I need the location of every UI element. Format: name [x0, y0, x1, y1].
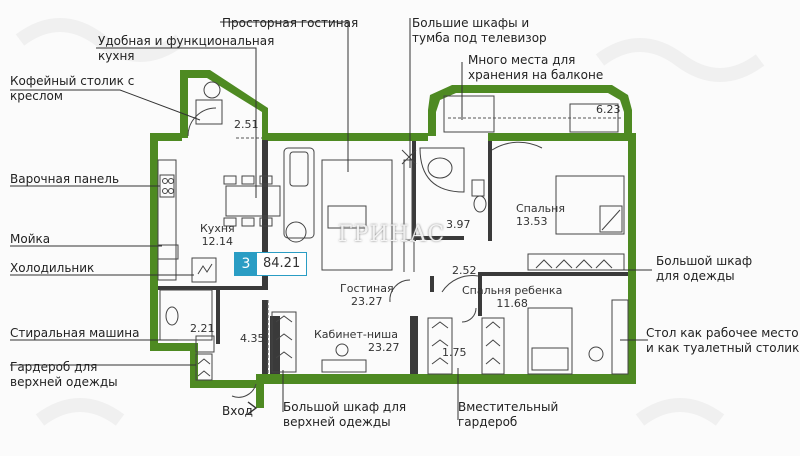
dimension-d7: 1.75	[442, 346, 467, 359]
dimension-lines	[236, 117, 622, 374]
annotation-big-wardrobe-clothes-line1: Большой шкаф	[656, 254, 753, 268]
dimension-d4: 2.52	[452, 264, 477, 277]
office-furniture	[321, 343, 367, 373]
annotation-coffee-table-line1: Кофейный столик с	[10, 74, 135, 88]
annotation-big-wardrobe-clothes: Большой шкаф для одежды	[656, 254, 752, 284]
balcony-furniture	[443, 95, 619, 133]
wardrobes	[195, 311, 505, 381]
room-kitchen-name: Кухня	[200, 222, 235, 235]
entrance-arrow-icon	[247, 401, 258, 415]
annotation-hall-wardrobe-line1: Гардероб для	[10, 360, 98, 374]
annotation-roomy-wardrobe-line2: гардероб	[458, 415, 518, 429]
annotation-big-wardrobe-outer-line1: Большой шкаф для	[283, 400, 407, 414]
annotation-big-wardrobe-clothes-line2: для одежды	[656, 269, 735, 283]
room-office-area: 23.27	[368, 341, 400, 354]
annotation-coffee-table: Кофейный столик с креслом	[10, 74, 134, 104]
entrance-label: Вход	[222, 404, 253, 418]
watermark-text: ГРИНАС	[338, 222, 446, 247]
annotation-roomy-wardrobe-line1: Вместительный	[458, 400, 559, 414]
dimension-d2: 6.23	[596, 103, 621, 116]
annotation-kitchen-func-line2: кухня	[98, 49, 135, 63]
room-child-area: 11.68	[496, 297, 528, 310]
annotation-roomy-wardrobe: Вместительный гардероб	[458, 400, 558, 430]
room-bedroom-name: Спальня	[516, 202, 565, 215]
annotation-desk-table: Стол как рабочее место и как туалетный с…	[646, 326, 799, 356]
child-bedroom-furniture	[441, 275, 629, 375]
living-furniture	[283, 147, 417, 272]
room-kitchen: Кухня 12.14	[200, 222, 235, 248]
annotation-hall-wardrobe: Гардероб для верхней одежды	[10, 360, 118, 390]
exterior-walls	[150, 70, 636, 408]
background-pattern	[15, 18, 765, 426]
total-area: 84.21	[263, 256, 301, 271]
room-child-name: Спальня ребенка	[462, 284, 563, 297]
annotation-wardrobes-tv: Большие шкафы и тумба под телевизор	[412, 16, 547, 46]
annotation-desk-table-line2: и как туалетный столик	[646, 341, 800, 355]
room-kitchen-area: 12.14	[201, 235, 234, 248]
annotation-wardrobes-tv-line2: тумба под телевизор	[412, 31, 547, 45]
annotation-sink: Мойка	[10, 232, 51, 246]
annotation-fridge: Холодильник	[10, 261, 95, 275]
room-office: Кабинет-ниша 23.27	[314, 328, 400, 354]
leader-lines	[10, 18, 652, 420]
annotation-kitchen-func-line1: Удобная и функциональная	[98, 34, 275, 48]
annotation-balcony-storage-line2: хранения на балконе	[468, 68, 604, 82]
annotation-coffee-table-line2: креслом	[10, 89, 63, 103]
room-living-name: Гостиная	[340, 282, 394, 295]
annotation-washer: Стиральная машина	[10, 326, 140, 340]
apartment-badge: 3 84.21	[234, 252, 308, 276]
room-child: Спальня ребенка 11.68	[462, 284, 562, 310]
annotation-big-wardrobe-outer: Большой шкаф для верхней одежды	[283, 400, 406, 430]
dimension-d5: 2.21	[190, 322, 215, 335]
bathroom-fixtures	[159, 147, 487, 353]
dimension-d1: 2.51	[234, 118, 259, 131]
room-office-name: Кабинет-ниша	[314, 328, 398, 341]
annotation-desk-table-line1: Стол как рабочее место	[646, 326, 799, 340]
room-living-area: 23.27	[351, 295, 383, 308]
rooms-count: 3	[235, 253, 257, 275]
annotation-cooktop: Варочная панель	[10, 172, 120, 186]
room-bedroom: Спальня 13.53	[516, 202, 565, 228]
doors	[231, 279, 477, 398]
room-bedroom-area: 13.53	[516, 215, 548, 228]
interior-walls	[158, 140, 628, 374]
annotation-balcony-storage: Много места для хранения на балконе	[468, 53, 603, 83]
annotation-wardrobes-tv-line1: Большие шкафы и	[412, 16, 530, 30]
annotation-hall-wardrobe-line2: верхней одежды	[10, 375, 118, 389]
annotation-balcony-storage-line1: Много места для	[468, 53, 576, 67]
dimension-d6: 4.35	[240, 332, 265, 345]
bedroom-furniture	[491, 141, 625, 271]
annotation-big-wardrobe-outer-line2: верхней одежды	[283, 415, 391, 429]
annotation-living-spacious: Просторная гостиная	[222, 16, 359, 30]
kitchen-furniture	[157, 81, 281, 283]
room-living: Гостиная 23.27	[340, 282, 394, 308]
dimension-d3: 3.97	[446, 218, 471, 231]
annotation-kitchen-func: Удобная и функциональная кухня	[98, 34, 274, 64]
